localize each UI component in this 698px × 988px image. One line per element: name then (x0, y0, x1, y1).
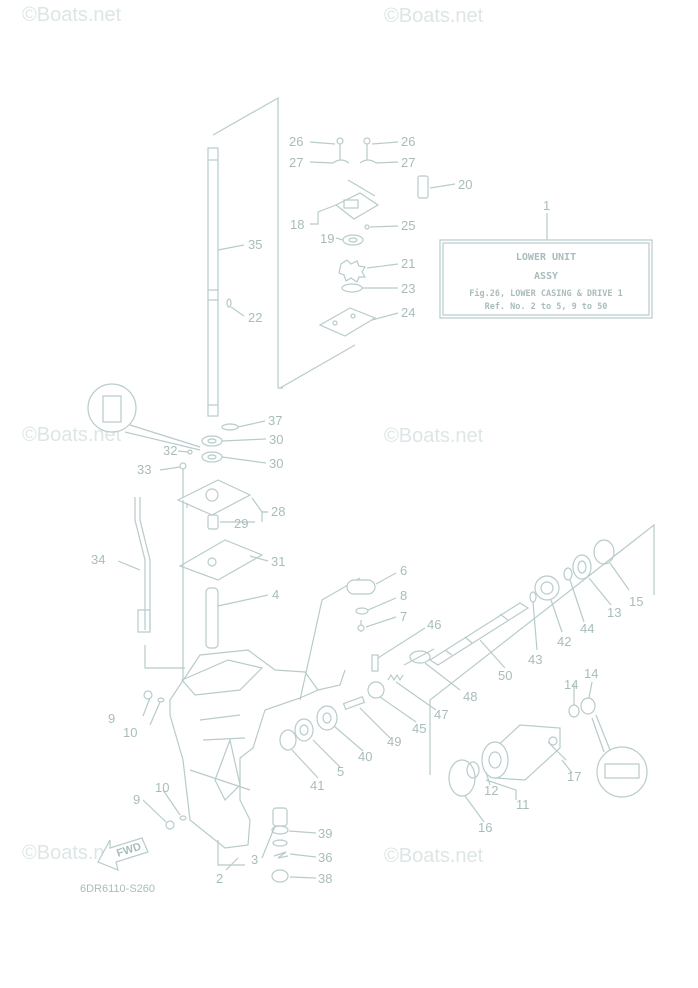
part-label: 33 (137, 462, 151, 477)
water-pump-group (207, 96, 429, 417)
part-label: 5 (337, 764, 344, 779)
part-label: 3 (251, 852, 258, 867)
part-label: 50 (498, 668, 512, 683)
part-label: 39 (318, 826, 332, 841)
part-label: 26 (401, 134, 415, 149)
part-label: 24 (401, 305, 415, 320)
part-label: 8 (400, 588, 407, 603)
part-label: 36 (318, 850, 332, 865)
part-label: 27 (289, 155, 303, 170)
part-label: 37 (268, 413, 282, 428)
part-label: 48 (463, 689, 477, 704)
part-label: 45 (412, 721, 426, 736)
info-box-line: Ref. No. 2 to 5, 9 to 50 (485, 302, 608, 312)
part-label: 15 (629, 594, 643, 609)
part-label: 40 (358, 749, 372, 764)
seal-housing-group (87, 383, 264, 690)
part-label: 11 (516, 797, 530, 812)
pinion-nut-group (271, 807, 289, 883)
part-label: 12 (484, 783, 498, 798)
part-label: 20 (458, 177, 472, 192)
watermark: ©Boats.net (22, 4, 122, 26)
part-label: 9 (108, 711, 115, 726)
part-label: 6 (400, 563, 407, 578)
diagram-code: 6DR6110-S260 (80, 883, 155, 895)
info-box-ref: 1 (543, 198, 550, 213)
part-label: 16 (478, 820, 492, 835)
part-label: 22 (248, 310, 262, 325)
leader-lines (117, 141, 630, 879)
part-label: 30 (269, 432, 283, 447)
part-label: 35 (248, 237, 262, 252)
pinion-group (279, 705, 338, 751)
part-label: 49 (387, 734, 401, 749)
part-label: 27 (401, 155, 415, 170)
part-label: 9 (133, 792, 140, 807)
info-box-line: LOWER UNIT (516, 252, 576, 263)
part-label: 47 (434, 707, 448, 722)
watermark: ©Boats.net (384, 845, 484, 867)
watermark: ©Boats.net (384, 425, 484, 447)
propeller-shaft-group (428, 523, 655, 800)
watermark: ©Boats.net (22, 424, 122, 446)
part-label: 13 (607, 605, 621, 620)
part-label: 19 (320, 231, 334, 246)
part-label: 10 (123, 725, 137, 740)
part-label: 14 (564, 677, 578, 692)
part-label: 41 (310, 778, 324, 793)
part-label: 30 (269, 456, 283, 471)
info-box-line: Fig.26, LOWER CASING & DRIVE 1 (469, 288, 623, 299)
part-label: 42 (557, 634, 571, 649)
info-box-line: ASSY (534, 271, 558, 282)
part-label: 14 (584, 666, 598, 681)
part-label: 44 (580, 621, 594, 636)
part-label: 18 (290, 217, 304, 232)
part-label: 26 (289, 134, 303, 149)
part-label: 23 (401, 281, 415, 296)
part-label: 7 (400, 609, 407, 624)
part-label: 25 (401, 218, 415, 233)
part-label: 38 (318, 871, 332, 886)
watermark: ©Boats.net (22, 842, 122, 864)
fwd-arrow (97, 837, 149, 871)
watermark: ©Boats.net (384, 5, 484, 27)
part-label: 31 (271, 554, 285, 569)
part-label: 32 (163, 443, 177, 458)
info-box: 1 LOWER UNIT ASSY Fig.26, LOWER CASING &… (469, 198, 623, 312)
info-box-frame (439, 213, 653, 319)
part-label: 43 (528, 652, 542, 667)
part-label: 34 (91, 552, 105, 567)
part-label: 29 (234, 516, 248, 531)
part-number-labels: 26 26 27 27 20 18 19 25 35 21 23 22 24 3… (91, 134, 643, 886)
part-label: 21 (401, 256, 415, 271)
shift-cam-group (342, 579, 435, 711)
part-label: 46 (427, 617, 441, 632)
part-label: 10 (155, 780, 169, 795)
drain-plugs (143, 690, 187, 830)
part-label: 4 (272, 587, 279, 602)
part-label: 28 (271, 504, 285, 519)
part-label: 17 (567, 769, 581, 784)
part-label: 2 (216, 871, 223, 886)
